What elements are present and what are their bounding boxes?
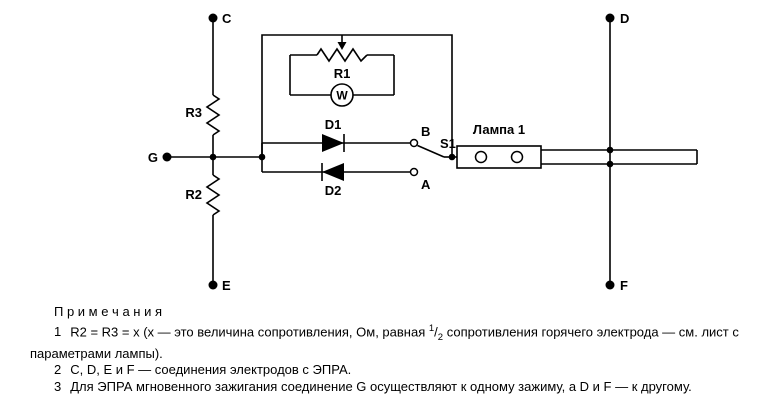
note-2-number: 2 (54, 362, 62, 378)
note-1-text-before-fraction: R2 = R3 = x (x — это величина сопротивле… (70, 323, 429, 339)
terminal-d-label: D (620, 11, 629, 26)
resistor-r2-zigzag (205, 174, 221, 216)
terminal-c-label: C (222, 11, 232, 26)
junction-dot (258, 153, 266, 161)
terminal-c-dot (208, 13, 218, 23)
junctions (162, 13, 615, 290)
switch-contact-b-label: B (421, 124, 430, 139)
note-3: 3 Для ЭПРА мгновенного зажигания соединен… (30, 379, 758, 396)
wire-top-loop (261, 34, 453, 157)
switch-contact-b (409, 138, 419, 148)
switch-contact-a-label: A (421, 177, 431, 192)
terminal-g-label: G (148, 150, 158, 165)
note-2: 2 C, D, E и F — соединения электродов с Э… (30, 362, 758, 379)
resistor-r3-label: R3 (185, 105, 202, 120)
note-3-number: 3 (54, 378, 62, 394)
labels: C D E F G R3 R2 R1 W D1 D2 B A S1 Лампа … (148, 11, 630, 293)
diode-d2-triangle (322, 163, 344, 181)
wires (167, 18, 698, 285)
junction-dot (209, 153, 217, 161)
note-1-number: 1 (54, 323, 62, 339)
fraction-denominator: 2 (437, 331, 444, 343)
circuit-diagram: C D E F G R3 R2 R1 W D1 D2 B A S1 Лампа … (148, 11, 698, 293)
symbols (322, 42, 542, 181)
terminal-e-dot (208, 280, 218, 290)
note-3-text: Для ЭПРА мгновенного зажигания соединени… (70, 378, 692, 394)
diode-d1-triangle (322, 134, 344, 152)
note-2-text: C, D, E и F — соединения электродов с ЭП… (70, 362, 352, 378)
diode-d2-label: D2 (325, 183, 342, 198)
lamp-electrode-left (474, 150, 488, 164)
lamp-electrode-right (510, 150, 524, 164)
wattmeter-label: W (336, 89, 348, 103)
terminal-d-dot (605, 13, 615, 23)
lamp-label: Лампа 1 (473, 122, 525, 137)
note-1-text-after-fraction: сопротивления горячего электрода — см. л… (30, 323, 739, 361)
junction-dot (606, 160, 614, 168)
lamp-body (456, 145, 542, 169)
terminal-e-label: E (222, 278, 231, 293)
rheostat-r1-label: R1 (334, 66, 351, 81)
fraction-slash: / (434, 323, 438, 339)
fraction-numerator: 1 (428, 322, 435, 334)
junction-dot (448, 153, 456, 161)
resistor-r2-label: R2 (185, 187, 202, 202)
switch-s1-label: S1 (440, 136, 456, 151)
junction-dot (606, 146, 614, 154)
resistor-r1-zigzag (316, 47, 368, 63)
terminal-f-dot (605, 280, 615, 290)
resistor-r3-zigzag (205, 94, 221, 136)
terminal-f-label: F (620, 278, 628, 293)
switch-s1-lever (417, 144, 445, 158)
terminal-g-dot (162, 152, 172, 162)
diode-d1-label: D1 (325, 117, 342, 132)
rheostat-wiper-arrowhead (337, 42, 347, 50)
notes-heading: П р и м е ч а н и я (54, 304, 162, 319)
wattmeter-circle (330, 83, 354, 107)
switch-contact-a (409, 167, 419, 177)
